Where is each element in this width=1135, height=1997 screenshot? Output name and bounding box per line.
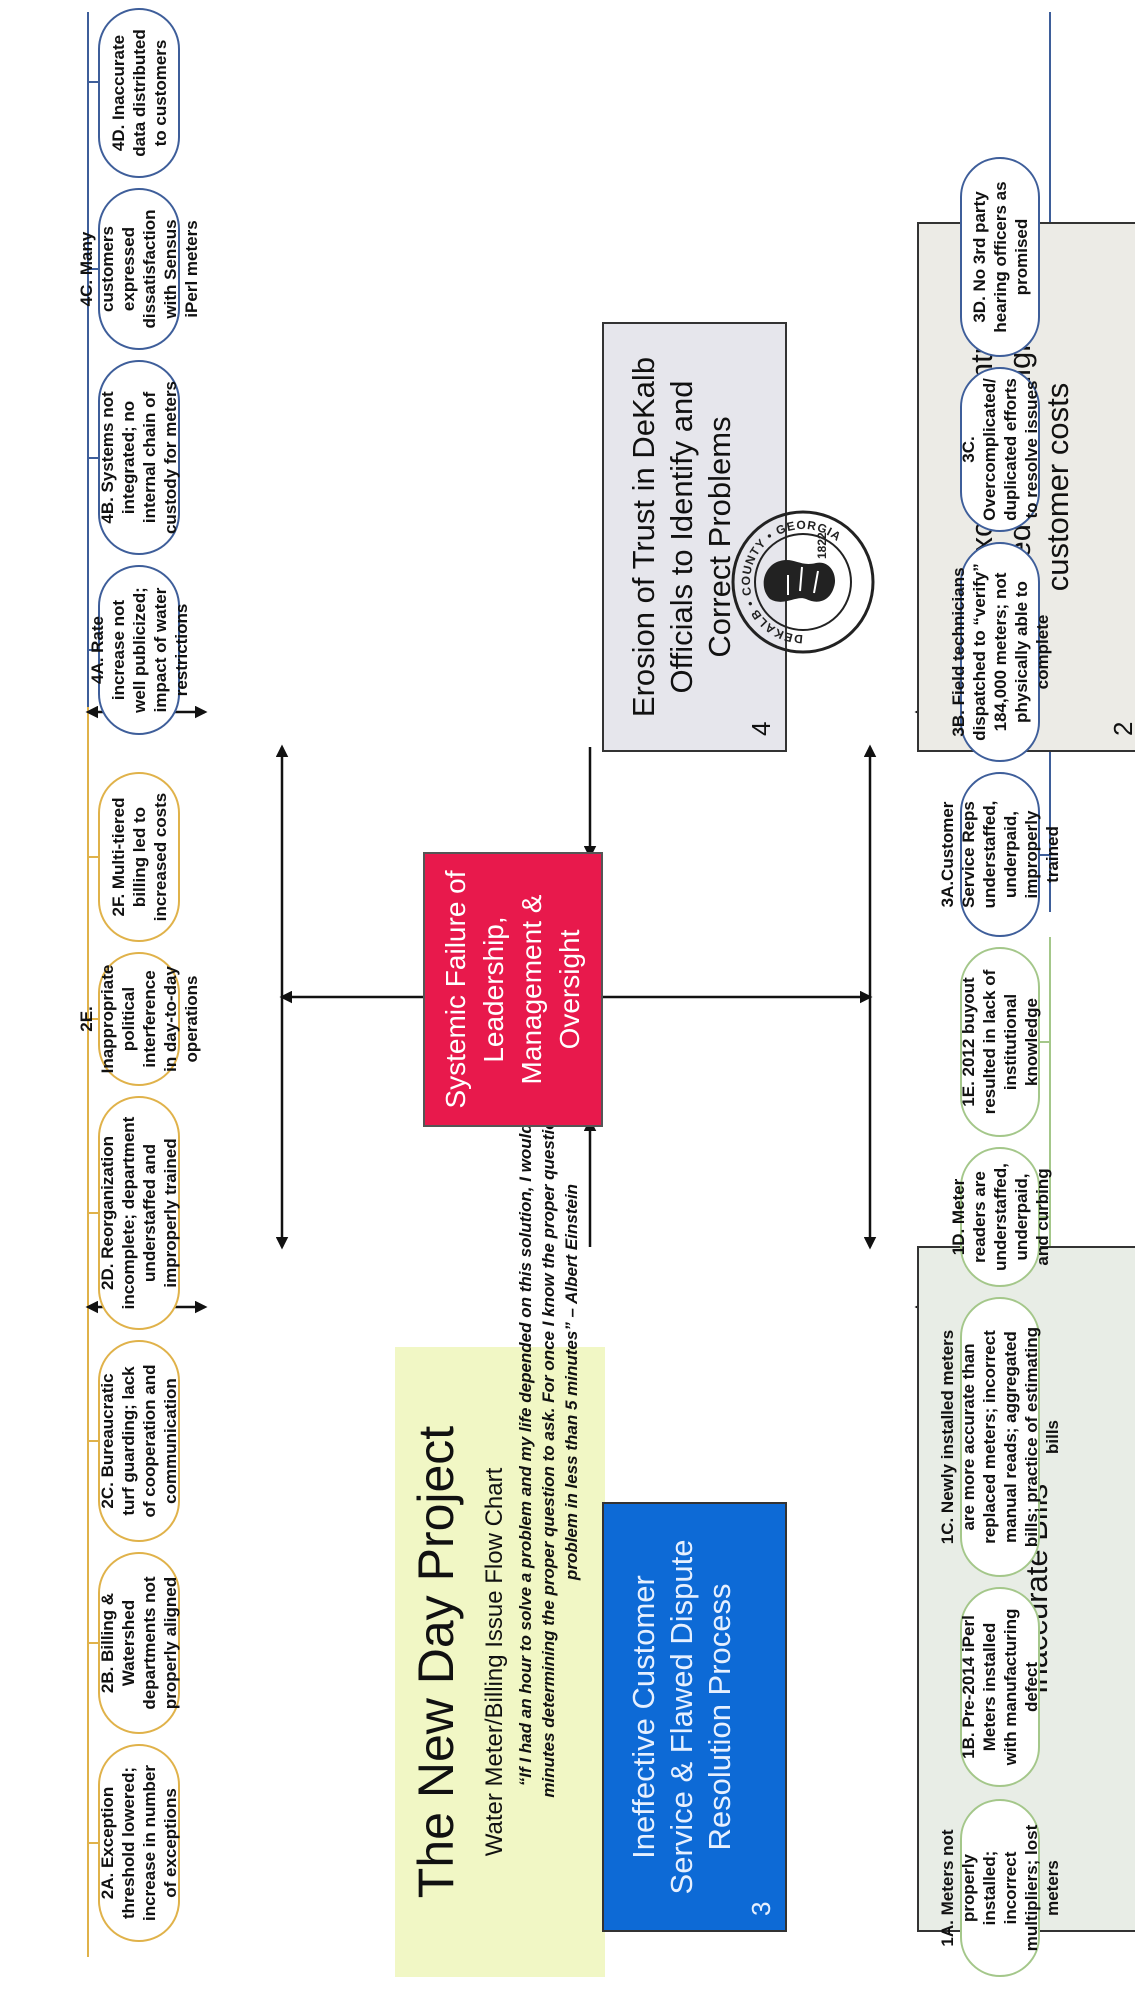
issue-1a-pill: 1A. Meters not properly installed; incor… bbox=[938, 1799, 1062, 1977]
issue-2e-pill: 2E. Inappropriate political interference… bbox=[77, 952, 201, 1086]
issue-1e-pill: 1E. 2012 buyout resulted in lack of inst… bbox=[959, 947, 1041, 1137]
county-seal: DEKALB • COUNTY • GEORGIA 1822 bbox=[731, 510, 875, 654]
issue-3c-pill: 3C. Overcomplicated/ duplicated efforts … bbox=[959, 367, 1041, 532]
issue-4b-pill: 4B. Systems not integrated; no internal … bbox=[98, 360, 180, 555]
issue-2d-pill: 2D. Reorganization incomplete; departmen… bbox=[98, 1096, 180, 1330]
issue-1c-pill: 1C. Newly installed meters are more accu… bbox=[938, 1297, 1062, 1577]
issue-3b-pill: 3B. Field technicians dispatched to “ver… bbox=[949, 542, 1052, 762]
issue-2c-pill: 2C. Bureaucratic turf guarding; lack of … bbox=[98, 1340, 180, 1542]
issue-4d-pill: 4D. Inaccurate data distributed to custo… bbox=[98, 8, 180, 178]
issue-4a-pill: 4A. Rate increase not well publicized; i… bbox=[88, 565, 191, 735]
issue-1b-pill: 1B. Pre-2014 iPerl Meters installed with… bbox=[959, 1587, 1041, 1787]
issue-3d-pill: 3D. No 3rd party hearing officers as pro… bbox=[960, 157, 1040, 357]
box-4-label: Erosion of Trust in DeKalb Officials to … bbox=[625, 356, 737, 718]
seal-year: 1822 bbox=[815, 532, 829, 559]
box-3-label: Ineffective Customer Service & Flawed Di… bbox=[625, 1539, 737, 1895]
box-3-number: 3 bbox=[746, 1901, 776, 1916]
issue-2b-pill: 2B. Billing & Watershed departments not … bbox=[98, 1552, 180, 1734]
central-systemic-failure-box: Systemic Failure of Leadership, Manageme… bbox=[423, 852, 603, 1127]
box-4-number: 4 bbox=[746, 721, 776, 736]
box-3-customer-service: Ineffective Customer Service & Flawed Di… bbox=[602, 1502, 787, 1932]
issue-2f-pill: 2F. Multi-tiered billing led to increase… bbox=[98, 772, 180, 942]
box-2-number: 2 bbox=[1108, 721, 1135, 736]
page-title: The New Day Project bbox=[408, 1425, 464, 1899]
issue-2a-pill: 2A. Exception threshold lowered; increas… bbox=[98, 1744, 180, 1942]
issue-4c-pill: 4C. Many customers expressed dissatisfac… bbox=[77, 188, 201, 350]
issue-1d-pill: 1D. Meter readers are understaffed, unde… bbox=[949, 1147, 1052, 1287]
issue-3a-pill: 3A.Customer Service Reps understaffed, u… bbox=[938, 772, 1062, 937]
